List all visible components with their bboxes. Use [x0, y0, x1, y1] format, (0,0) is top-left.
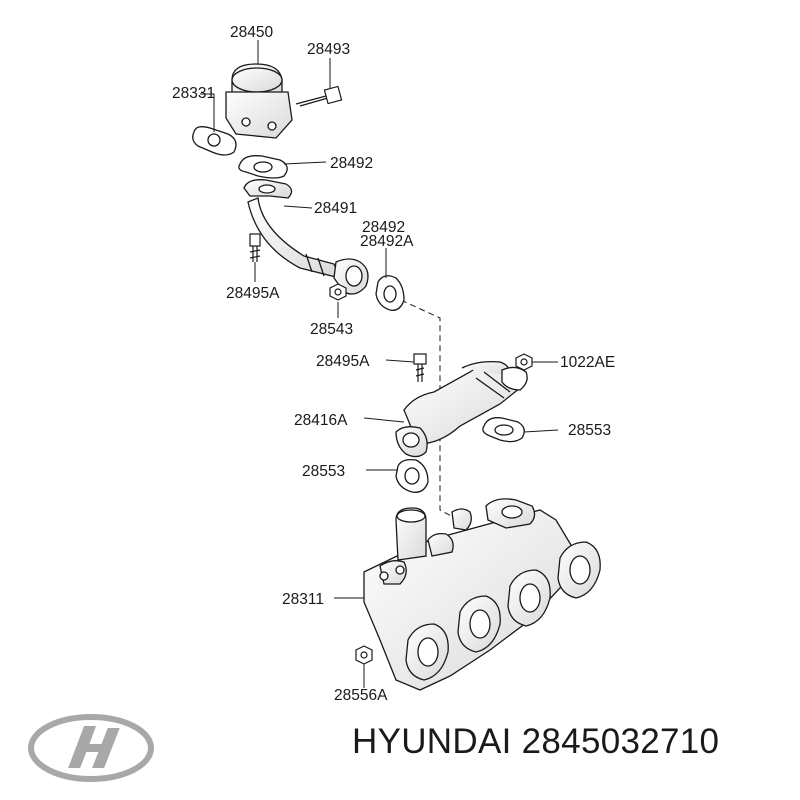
- nut-1022ae-part: [515, 353, 533, 371]
- exhaust-manifold-28311-part: [363, 498, 601, 691]
- brand-name: HYUNDAI: [352, 722, 512, 761]
- hyundai-logo-icon: [28, 714, 154, 782]
- label-28556a: 28556A: [334, 687, 388, 704]
- label-28491: 28491: [314, 200, 357, 217]
- bolt-28495a-lower-part: [413, 353, 427, 382]
- bolt-28493-part: [295, 85, 343, 107]
- nut-28543-part: [329, 283, 347, 301]
- egr-pipe-28491-part: [243, 179, 369, 295]
- gasket-28492-upper-part: [238, 155, 288, 179]
- nut-28556a-part: [355, 645, 373, 665]
- label-1022ae: 1022AE: [560, 354, 615, 371]
- egr-valve-part: [225, 63, 293, 139]
- part-number: 2845032710: [521, 722, 720, 761]
- label-28331: 28331: [172, 85, 215, 102]
- bolt-28495a-upper-part: [249, 233, 261, 262]
- gasket-28553-left-part: [395, 458, 429, 493]
- label-28311: 28311: [282, 591, 324, 608]
- egr-cooler-28416a-part: [395, 360, 528, 458]
- gasket-28492a-part: [375, 275, 405, 311]
- brand-part-number-text: HYUNDAI 2845032710: [352, 722, 719, 762]
- label-28493: 28493: [307, 41, 350, 58]
- leader-lines: [200, 40, 559, 688]
- label-28450: 28450: [230, 24, 273, 41]
- label-28492-lower: 28492: [362, 219, 405, 236]
- label-28492a: 28492A: [360, 233, 414, 250]
- label-28553-right: 28553: [568, 422, 611, 439]
- label-28492-upper: 28492: [330, 155, 373, 172]
- label-28495a-lower: 28495A: [316, 353, 370, 370]
- label-28495a-upper: 28495A: [226, 285, 280, 302]
- label-28543: 28543: [310, 321, 353, 338]
- label-28416a: 28416A: [294, 412, 348, 429]
- label-28553-left: 28553: [302, 463, 345, 480]
- gasket-28553-right-part: [482, 417, 525, 443]
- gasket-28331-part: [192, 126, 237, 156]
